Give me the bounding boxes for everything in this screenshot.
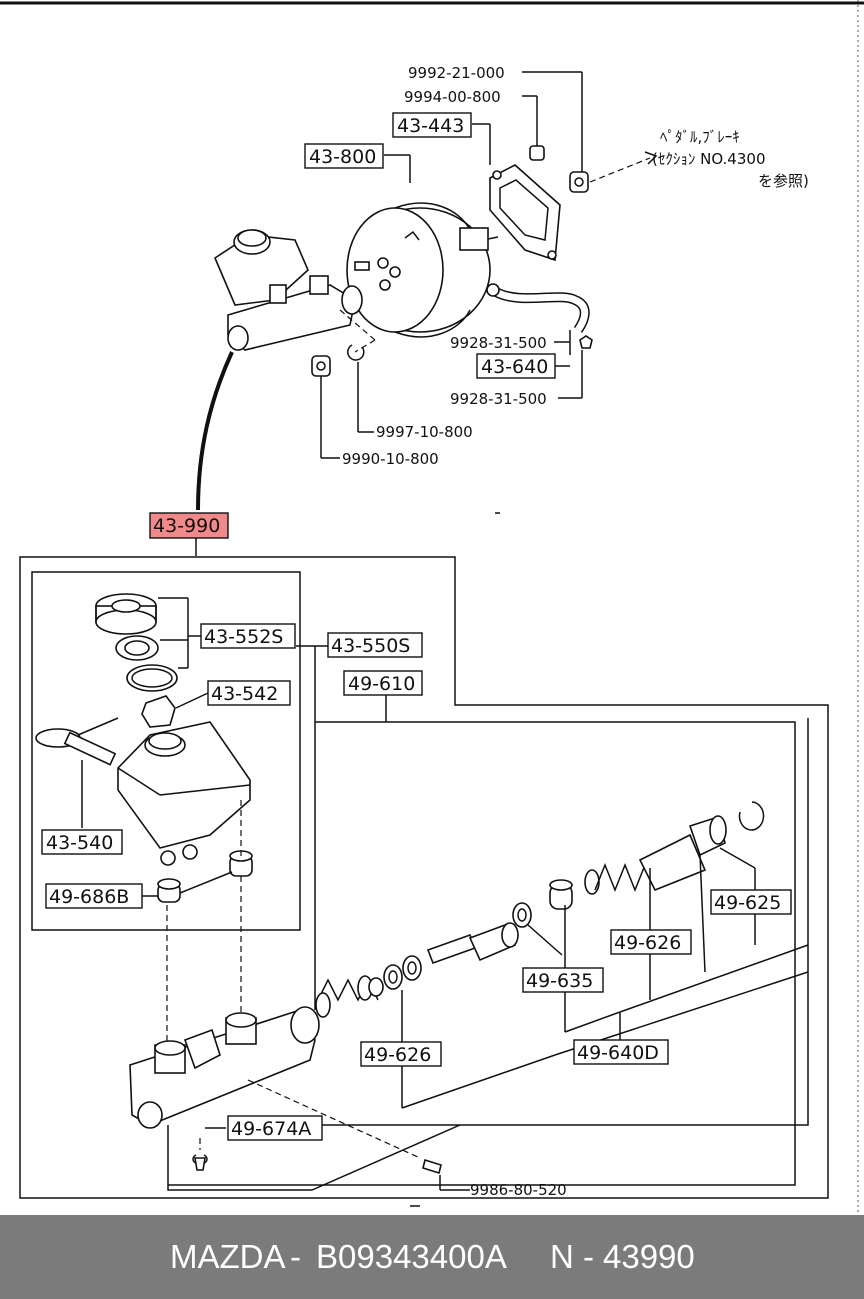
- callout-43-640: 43-640: [481, 356, 548, 378]
- footer-separator: -: [290, 1238, 301, 1275]
- highlight-box: [149, 512, 229, 539]
- parts-diagram: 9992-21-000 9994-00-800 43-443 43-800 ﾍﾟ…: [0, 0, 864, 1215]
- master-cylinder-top-drawing: [214, 229, 363, 351]
- piston-left-drawing: [426, 922, 519, 965]
- footer-letter: N: [550, 1238, 574, 1275]
- callout-49-686B: 49-686B: [49, 886, 129, 908]
- callout-43-990: 43-990: [153, 515, 220, 537]
- note-refer: を参照): [758, 172, 809, 190]
- footer-brand: MAZDA: [170, 1238, 286, 1275]
- callout-9928-31-500-b: 9928-31-500: [450, 390, 547, 408]
- note-section-ref: (ｾｸｼｮﾝ NO.4300: [652, 150, 765, 168]
- callout-9992-21-000: 9992-21-000: [408, 64, 505, 82]
- master-cylinder-body-drawing: [129, 1006, 320, 1129]
- callout-9997-10-800: 9997-10-800: [376, 423, 473, 441]
- footer-code: 43990: [603, 1238, 695, 1275]
- callout-43-550S: 43-550S: [331, 635, 410, 657]
- footer-part-number: B09343400A: [316, 1238, 507, 1275]
- callout-49-674A: 49-674A: [231, 1118, 311, 1140]
- callout-43-542: 43-542: [211, 683, 278, 705]
- callout-43-800: 43-800: [309, 146, 376, 168]
- callout-43-540: 43-540: [46, 832, 113, 854]
- callout-49-626-a: 49-626: [614, 932, 681, 954]
- callout-49-635: 49-635: [526, 970, 593, 992]
- spring-left-drawing: [315, 975, 379, 1018]
- brake-booster-drawing: [346, 202, 499, 338]
- callout-49-640D: 49-640D: [577, 1042, 659, 1064]
- callout-49-626-b: 49-626: [364, 1044, 431, 1066]
- footer-separator-2: -: [583, 1238, 594, 1275]
- spring-right-drawing: [584, 833, 707, 895]
- gasket-drawing: [489, 164, 561, 262]
- callout-49-610: 49-610: [348, 673, 415, 695]
- callout-49-625: 49-625: [714, 892, 781, 914]
- reservoir-drawing: [117, 721, 251, 866]
- callout-43-552S: 43-552S: [204, 626, 283, 648]
- callout-9990-10-800: 9990-10-800: [342, 450, 439, 468]
- callout-9928-31-500-a: 9928-31-500: [450, 334, 547, 352]
- callout-43-443: 43-443: [397, 115, 464, 137]
- callout-9994-00-800: 9994-00-800: [404, 88, 501, 106]
- callout-9986-80-520: 9986-80-520: [470, 1181, 567, 1199]
- note-pedal-brake: ﾍﾟﾀﾞﾙ,ﾌﾞﾚｰｷ: [660, 128, 740, 146]
